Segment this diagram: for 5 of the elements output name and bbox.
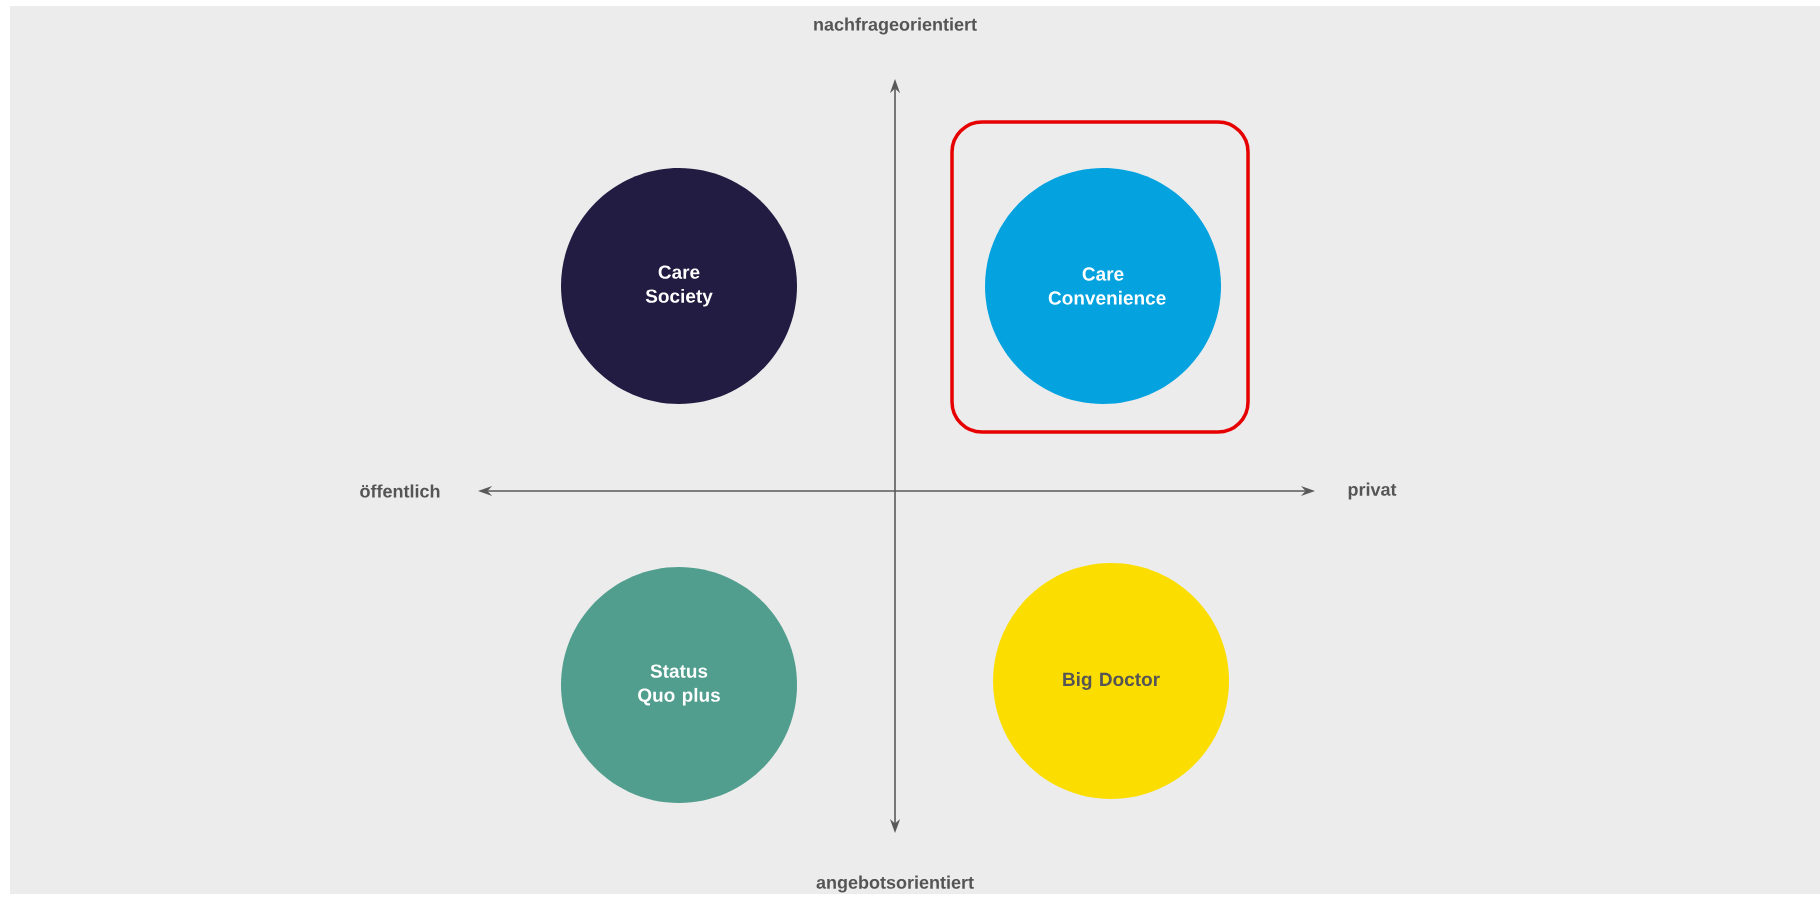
- axis-label: privat: [1348, 482, 1397, 500]
- axis-label: öffentlich: [360, 484, 440, 498]
- axis-label: nachfrageorientiert: [814, 17, 977, 35]
- axis-label: angebotsorientiert: [816, 875, 974, 893]
- highlight-frame: [950, 120, 1250, 434]
